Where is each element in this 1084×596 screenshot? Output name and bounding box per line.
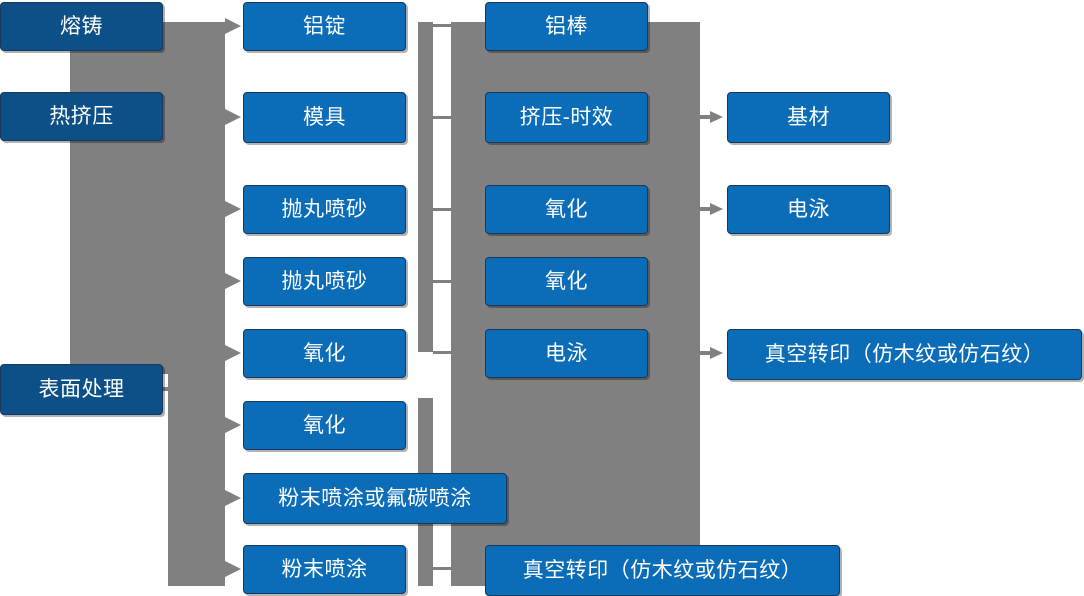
output-box-electrophoresis[interactable]: 电泳 (727, 185, 890, 234)
operation-label: 氧化 (303, 413, 346, 437)
treatment-box-electrophoresis[interactable]: 电泳 (485, 329, 648, 378)
operation-box-oxidation-2[interactable]: 氧化 (243, 401, 406, 450)
operation-label: 铝锭 (303, 14, 346, 38)
treatment-box-oxidation-1[interactable]: 氧化 (485, 185, 648, 234)
treatment-label: 电泳 (545, 341, 588, 365)
output-label: 基材 (787, 105, 830, 129)
treatment-box-aluminum-bar[interactable]: 铝棒 (485, 2, 648, 51)
operation-label: 抛丸喷砂 (281, 269, 368, 293)
treatment-label: 铝棒 (545, 14, 588, 38)
operation-box-shot-blasting-2[interactable]: 抛丸喷砂 (243, 257, 406, 306)
operation-box-powder-or-fluorocarbon-coating[interactable]: 粉末喷涂或氟碳喷涂 (243, 473, 507, 524)
treatment-box-vacuum-transfer-printing[interactable]: 真空转印（仿木纹或仿石纹） (485, 545, 840, 596)
operation-box-oxidation-1[interactable]: 氧化 (243, 329, 406, 378)
stage-label: 热挤压 (49, 104, 114, 128)
output-label: 电泳 (787, 197, 830, 221)
treatment-label: 氧化 (545, 197, 588, 221)
operation-box-shot-blasting-1[interactable]: 抛丸喷砂 (243, 185, 406, 234)
treatment-label: 氧化 (545, 269, 588, 293)
operation-label: 氧化 (303, 341, 346, 365)
stage-box-surface-treatment[interactable]: 表面处理 (0, 364, 163, 415)
treatments-to-outputs-arrows (700, 111, 723, 359)
stage-box-melting-casting[interactable]: 熔铸 (0, 2, 163, 51)
treatment-label: 挤压-时效 (519, 105, 614, 129)
stage-label: 熔铸 (60, 14, 103, 38)
operation-label: 模具 (303, 105, 346, 129)
operation-label: 粉末喷涂或氟碳喷涂 (278, 486, 472, 510)
operation-box-powder-coating[interactable]: 粉末喷涂 (243, 545, 406, 594)
operation-label: 粉末喷涂 (281, 557, 368, 581)
operation-label: 抛丸喷砂 (281, 197, 368, 221)
treatment-box-extrusion-aging[interactable]: 挤压-时效 (485, 92, 648, 143)
operation-box-mold[interactable]: 模具 (243, 92, 406, 143)
operation-box-aluminum-ingot[interactable]: 铝锭 (243, 2, 406, 51)
output-label: 真空转印（仿木纹或仿石纹） (764, 342, 1045, 366)
left-trunk-arrowheads (225, 18, 241, 577)
stage-label: 表面处理 (38, 377, 125, 401)
output-box-base-material[interactable]: 基材 (727, 92, 890, 143)
treatment-box-oxidation-2[interactable]: 氧化 (485, 257, 648, 306)
output-box-vacuum-transfer-printing[interactable]: 真空转印（仿木纹或仿石纹） (727, 329, 1082, 380)
treatment-label: 真空转印（仿木纹或仿石纹） (522, 558, 803, 582)
stage-box-hot-extrusion[interactable]: 热挤压 (0, 92, 163, 141)
